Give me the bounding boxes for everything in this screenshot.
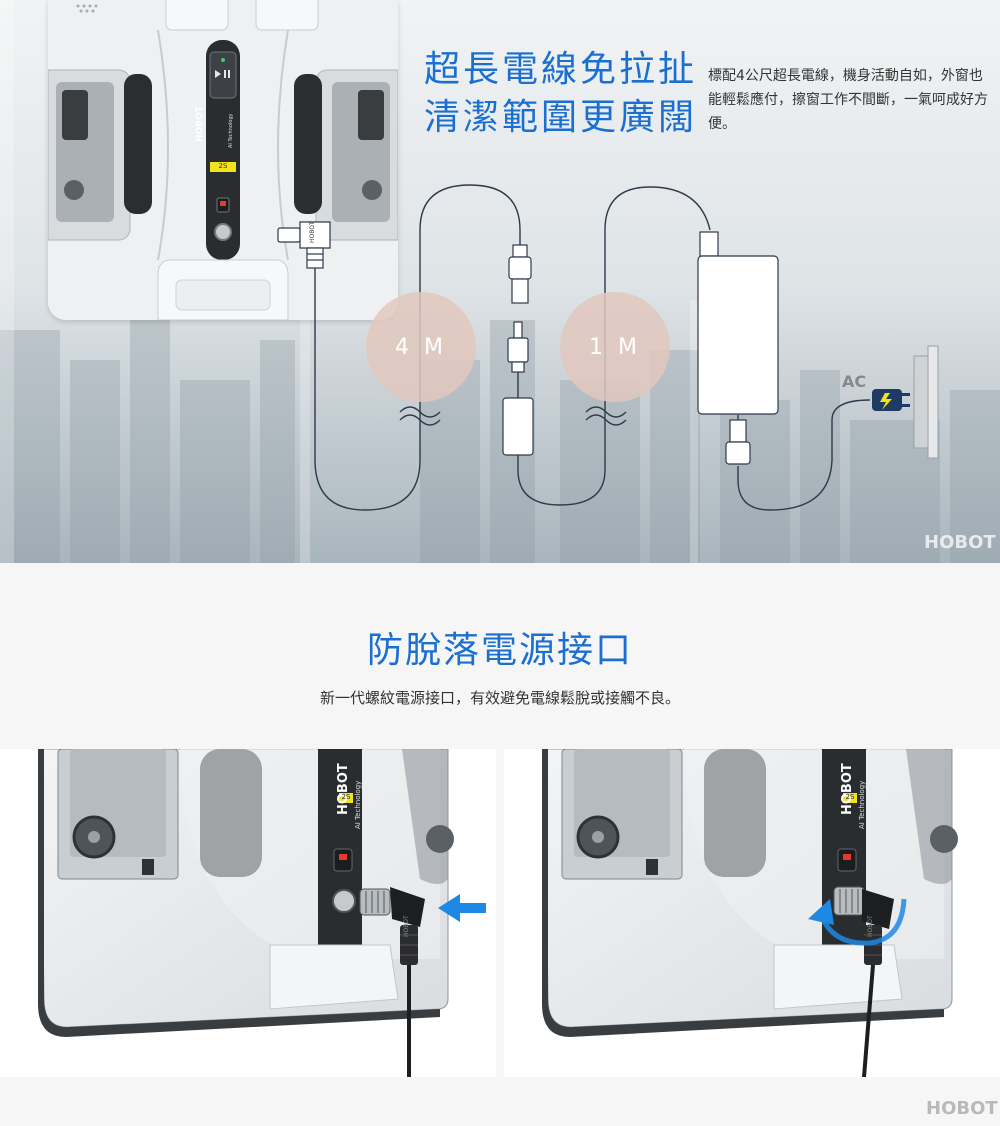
feature-title: 防脫落電源接口 bbox=[366, 630, 633, 671]
blue-arrow-icon bbox=[438, 894, 486, 922]
plug-mark-text: HOBOT bbox=[309, 221, 316, 243]
hero-title: 超長電線免拉扯 清潔範圍更廣闊 bbox=[424, 46, 697, 142]
status-led bbox=[221, 58, 225, 62]
length-badge-1m: 1 M bbox=[560, 292, 670, 402]
robot-closeup-right bbox=[504, 749, 1000, 1077]
device-brand-text: HOBOT bbox=[336, 763, 351, 815]
city-background bbox=[0, 0, 1000, 563]
length-badge-4m: 4 M bbox=[366, 292, 476, 402]
power-switch-icon bbox=[333, 848, 353, 872]
panel-insert-plug: HOBOT AI Technology 2S HOBOT bbox=[0, 749, 496, 1077]
wall-socket bbox=[913, 345, 939, 459]
device-model-text: 2S bbox=[845, 793, 855, 801]
ac-label: AC bbox=[842, 372, 867, 391]
brand-logo: HOBOT bbox=[924, 532, 996, 553]
robot-illustration bbox=[48, 0, 398, 320]
dc-male-connector bbox=[507, 321, 529, 373]
feature-description: 新一代螺紋電源接口，有效避免電線鬆脫或接觸不良。 bbox=[319, 689, 680, 707]
vent-grille bbox=[76, 4, 98, 13]
footer-strip bbox=[0, 1077, 1000, 1126]
feature-section: 防脫落電源接口 新一代螺紋電源接口，有效避免電線鬆脫或接觸不良。 bbox=[0, 563, 1000, 749]
plug-mark-text: HOBOT bbox=[403, 915, 410, 937]
device-sub-text: AI Technology bbox=[858, 780, 866, 829]
ferrite-core bbox=[502, 397, 534, 456]
robot-top-view: HOBOT AI Technology 2S bbox=[48, 0, 398, 320]
power-switch-icon bbox=[216, 197, 230, 213]
power-adapter-brick bbox=[697, 231, 779, 465]
footer-brand-logo: HOBOT bbox=[926, 1098, 998, 1119]
power-plug-icon bbox=[872, 389, 910, 411]
panel-rotate-lock: HOBOT AI Technology 2S HOBOT bbox=[504, 749, 1000, 1077]
robot-closeup-left bbox=[0, 749, 496, 1077]
hero-section: HOBOT AI Technology 2S HOB bbox=[0, 0, 1000, 563]
power-switch-icon bbox=[837, 848, 857, 872]
angled-plug bbox=[359, 887, 425, 965]
cable-diagram: HOBOT bbox=[277, 184, 939, 511]
robot-angled-plug bbox=[277, 221, 331, 269]
power-socket bbox=[214, 223, 232, 241]
play-pause-icon bbox=[215, 70, 230, 78]
hero-title-line2: 清潔範圍更廣闊 bbox=[424, 97, 698, 138]
dc-female-connector bbox=[508, 244, 532, 304]
power-socket bbox=[332, 889, 356, 913]
hero-description: 標配4公尺超長電線，機身活動自如，外窗也能輕鬆應付，擦窗工作不間斷，一氣呵成好方… bbox=[708, 68, 988, 132]
plug-mark-text: HOBOT bbox=[867, 915, 874, 937]
device-model-text: 2S bbox=[218, 162, 228, 170]
device-sub-text: AI Technology bbox=[354, 780, 362, 829]
rotate-arrow-icon bbox=[808, 898, 907, 946]
device-brand-text: HOBOT bbox=[840, 763, 855, 815]
hero-title-line1: 超長電線免拉扯 bbox=[424, 49, 698, 90]
device-model-text: 2S bbox=[341, 793, 351, 801]
